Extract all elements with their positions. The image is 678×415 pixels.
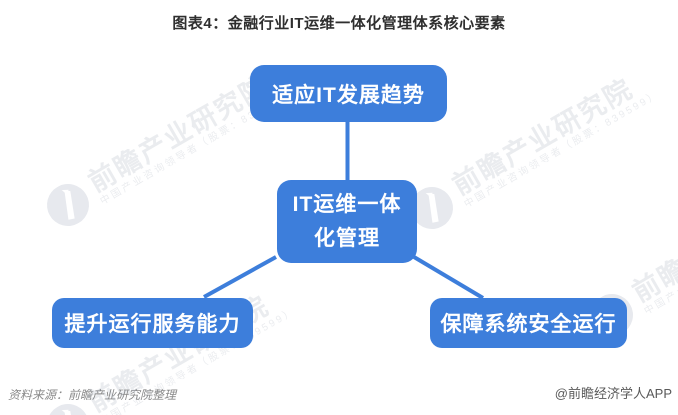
connector-center-bottom-left [203,255,277,299]
source-note: 资料来源：前瞻产业研究院整理 [8,388,177,402]
node-bottom-right: 保障系统安全运行 [430,298,627,348]
node-center-label-line1: IT运维一体 [292,192,402,216]
node-center-label-line2: 化管理 [314,226,380,250]
node-top: 适应IT发展趋势 [250,65,447,122]
node-bottom-left-label: 提升运行服务能力 [64,313,241,336]
connector-center-bottom-right [412,255,485,300]
node-bottom-right-label: 保障系统安全运行 [440,313,617,336]
node-bottom-left: 提升运行服务能力 [52,298,253,348]
credit-note: @前瞻经济学人APP [554,386,672,401]
figure-title: 图表4：金融行业IT运维一体化管理体系核心要素 [172,15,506,32]
node-top-label: 适应IT发展趋势 [272,83,425,107]
node-center: IT运维一体 化管理 [277,180,417,263]
